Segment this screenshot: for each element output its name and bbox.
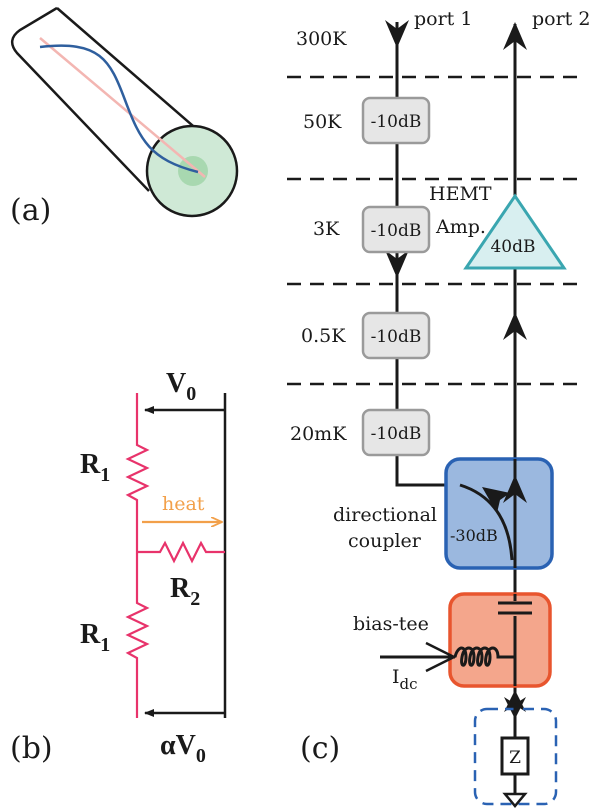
- panel-label-c: (c): [300, 731, 340, 766]
- input-line: [395, 22, 460, 487]
- panel-label-a: (a): [10, 193, 51, 228]
- panel-label-b: (b): [10, 731, 53, 766]
- heat-label: heat: [162, 493, 205, 515]
- temp-3k: 3K: [313, 218, 340, 240]
- coax-outline: [11, 6, 150, 192]
- alpha-v0-label: αV0: [160, 730, 206, 767]
- panel-a-coax-cable: [11, 6, 239, 218]
- bias-tee-label: bias-tee: [353, 613, 429, 635]
- hemt-amplifier: [463, 193, 567, 270]
- attenuator-label: -10dB: [371, 424, 422, 444]
- arrow-down-icon: [385, 20, 409, 48]
- hemt-label: HEMT: [429, 183, 492, 205]
- port1-label: port 1: [414, 8, 472, 30]
- panel-b-circuit: [125, 393, 227, 718]
- temp-50k: 50K: [303, 111, 342, 133]
- twisted-wire: [39, 44, 199, 174]
- bias-tee-box: [448, 592, 552, 688]
- attenuator-50k: [361, 96, 431, 145]
- resistor-r1-top: [125, 393, 150, 718]
- idc-arrow-icon: [425, 641, 457, 673]
- v0-label: V0: [166, 368, 196, 405]
- temp-0-5k: 0.5K: [301, 325, 346, 347]
- resistor-r2: [137, 540, 225, 564]
- panel-c-cryo-setup: [287, 20, 580, 808]
- coupler-label-1: directional: [333, 504, 437, 526]
- idc-label: Idc: [392, 666, 418, 693]
- arrow-up-icon: [503, 22, 527, 50]
- attenuator-label: -10dB: [371, 327, 422, 347]
- arrow-down-icon: [385, 250, 409, 278]
- hemt-gain: 40dB: [490, 237, 535, 257]
- port2-label: port 2: [532, 8, 590, 30]
- attenuator-label: -10dB: [371, 221, 422, 241]
- coupler-value: -30dB: [450, 526, 498, 545]
- attenuator-label: -10dB: [371, 112, 422, 132]
- load-impedance: [500, 736, 530, 776]
- load-label: Z: [509, 748, 521, 768]
- attenuator-20mk: [361, 408, 431, 457]
- attenuator-3k: [361, 205, 431, 254]
- arrow-icon: [482, 487, 510, 513]
- temp-20mk: 20mK: [290, 423, 347, 445]
- inductor-coil: [453, 646, 515, 667]
- center-conductor: [39, 37, 206, 178]
- attenuator-0-5k: [361, 311, 431, 360]
- r2-label: R2: [170, 573, 200, 610]
- r1-bottom-label: R1: [80, 619, 110, 656]
- coupler-label-2: coupler: [348, 530, 422, 552]
- coax-outline-upper: [56, 7, 216, 146]
- ground-icon: [502, 792, 528, 808]
- amp-label: Amp.: [435, 216, 486, 238]
- r1-top-label: R1: [80, 449, 110, 486]
- temp-300k: 300K: [296, 28, 347, 50]
- arrow-up-icon: [503, 312, 527, 340]
